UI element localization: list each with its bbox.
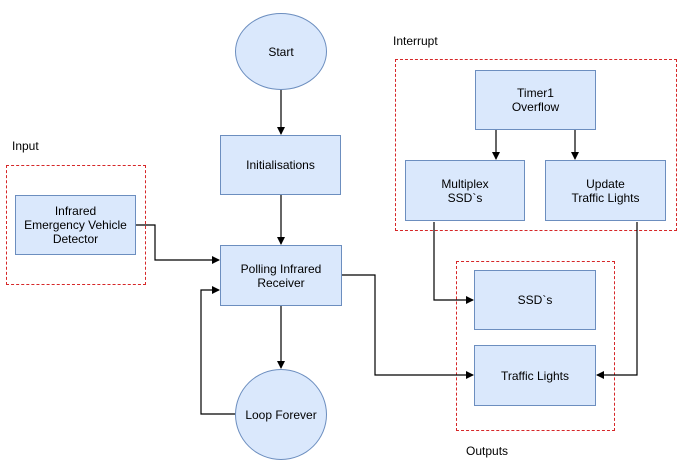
edge-update-to-traffic-lights (596, 222, 638, 379)
edge-multiplex-to-ssds (433, 222, 474, 304)
traffic-lights-output-node: Traffic Lights (474, 345, 596, 406)
start-node: Start (235, 13, 327, 90)
initialisations-node: Initialisations (220, 135, 341, 195)
interrupt-group-boundary (395, 59, 677, 231)
polling-infrared-receiver-node: Polling Infrared Receiver (220, 245, 342, 306)
edge-polling-to-traffic-lights (342, 274, 474, 379)
edge-detector-to-polling (136, 224, 220, 264)
ssds-output-node: SSD`s (474, 270, 596, 330)
multiplex-ssds-node: Multiplex SSD`s (405, 160, 525, 221)
outputs-group-label: Outputs (466, 444, 509, 458)
interrupt-group-label: Interrupt (393, 34, 438, 48)
outputs-group-boundary (456, 261, 615, 431)
loop-forever-node: Loop Forever (235, 369, 327, 460)
update-traffic-lights-node: Update Traffic Lights (545, 160, 666, 221)
timer1-overflow-node: Timer1 Overflow (475, 70, 596, 130)
input-group-label: Input (12, 139, 39, 153)
infrared-detector-node: Infrared Emergency Vehicle Detector (15, 195, 136, 255)
edge-loop-back-to-polling (200, 286, 245, 415)
